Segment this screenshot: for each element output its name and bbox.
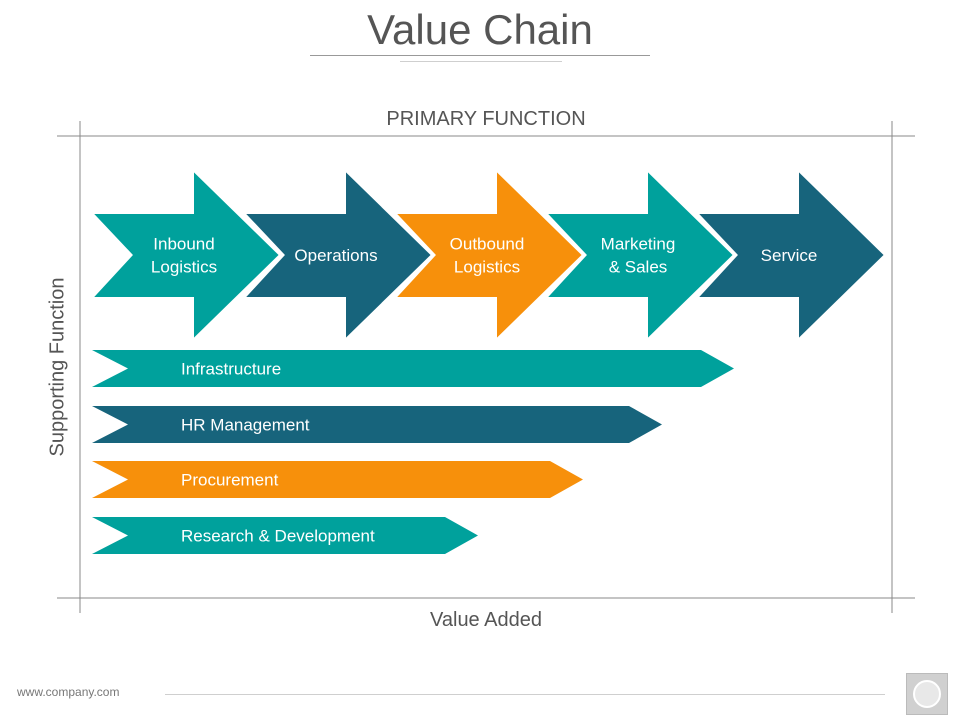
primary-activity-label: & Sales: [609, 258, 668, 277]
primary-arrow-shape: [694, 167, 887, 343]
footer-divider: [165, 694, 885, 695]
primary-activity-label: Logistics: [454, 258, 520, 277]
diagram-frame: [57, 121, 915, 613]
support-activity-1: HR Management: [92, 406, 662, 443]
support-activity-label: Infrastructure: [181, 360, 281, 379]
primary-activity-label: Service: [761, 246, 818, 265]
title-underline-short: [400, 61, 562, 62]
support-arrow-shape: [92, 350, 734, 387]
primary-arrow-shape: [241, 167, 434, 343]
primary-arrow-shape: [392, 167, 585, 343]
support-arrow-shape: [92, 517, 478, 554]
primary-activity-label: Logistics: [151, 258, 217, 277]
primary-activity-label: Operations: [294, 246, 377, 265]
value-added-label: Value Added: [430, 609, 542, 631]
support-arrow-shape: [92, 461, 583, 498]
title-underline: [310, 55, 650, 56]
support-activity-0: Infrastructure: [92, 350, 734, 387]
support-activity-label: HR Management: [181, 416, 310, 435]
support-activity-2: Procurement: [92, 461, 583, 498]
logo-ring-icon: [913, 680, 941, 708]
primary-activity-1: Operations: [241, 167, 434, 343]
support-activities: Infrastructure HR ManagementProcurementRe…: [92, 350, 734, 554]
primary-activity-label: Inbound: [153, 235, 214, 254]
footer-url: www.company.com: [17, 685, 120, 699]
support-activity-label: Research & Development: [181, 527, 375, 546]
primary-activity-3: Marketing & Sales: [543, 167, 736, 343]
support-activity-3: Research & Development: [92, 517, 478, 554]
primary-function-label: PRIMARY FUNCTION: [386, 108, 586, 130]
primary-arrow-shape: [543, 167, 736, 343]
support-activity-label: Procurement: [181, 471, 279, 490]
primary-activity-label: Outbound: [450, 235, 525, 254]
support-arrow-shape: [92, 406, 662, 443]
slide-title: Value Chain: [367, 6, 593, 53]
primary-activity-label: Marketing: [601, 235, 676, 254]
logo-icon: [906, 673, 948, 715]
primary-arrow-shape: [89, 167, 282, 343]
primary-activity-4: Service: [694, 167, 887, 343]
